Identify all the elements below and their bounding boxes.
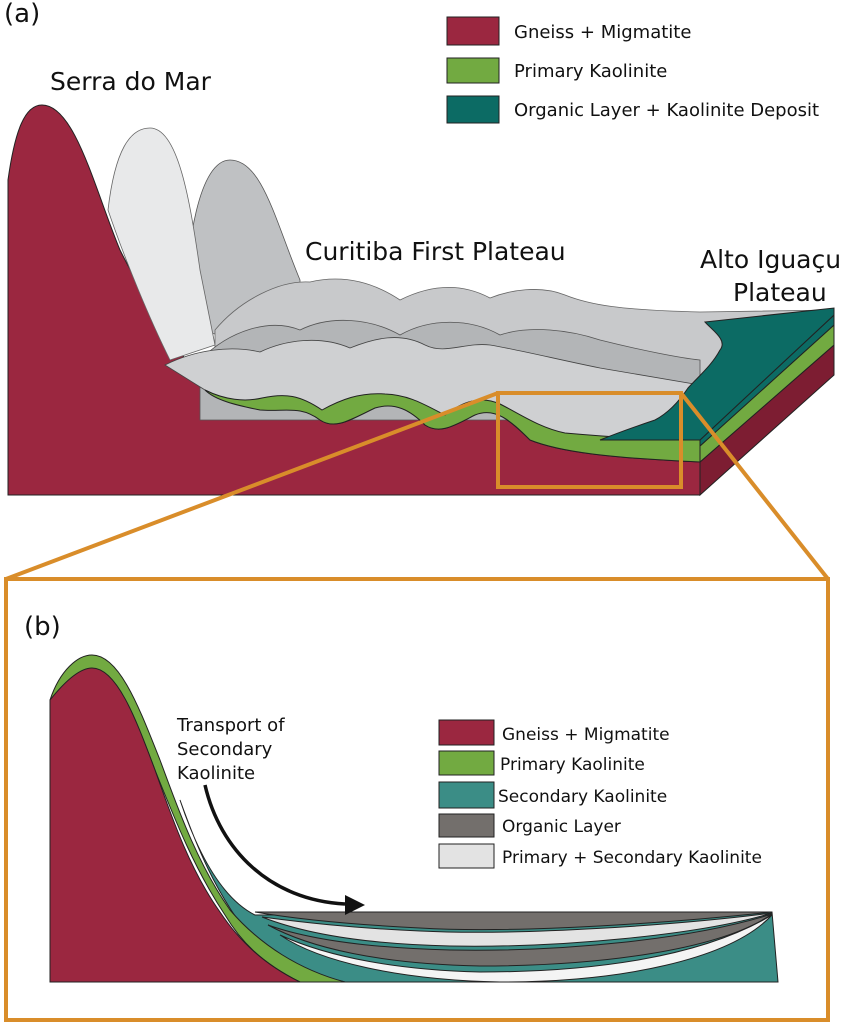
legend-b-label-2: Secondary Kaolinite: [498, 787, 667, 807]
transport-arrowhead: [345, 895, 365, 915]
transport-arrow: [203, 784, 346, 906]
legend-b-swatch-1: [438, 750, 495, 776]
legend-a-swatch-1: [446, 57, 500, 84]
panel-b-mixed-lower: [279, 914, 773, 983]
panel-b-organic-lower: [267, 913, 773, 967]
legend-a-swatch-2: [446, 95, 500, 124]
zoom-box: [496, 391, 683, 489]
legend-b-swatch-2: [438, 781, 495, 809]
legend-b-swatch-3: [438, 813, 495, 838]
legend-b: Gneiss + Migmatite Primary Kaolinite Sec…: [438, 719, 762, 869]
legend-b-label-1: Primary Kaolinite: [500, 755, 645, 775]
panel-a-letter: (a): [4, 0, 40, 29]
panel-b-mixed-upper: [261, 912, 773, 947]
legend-b-label-4: Primary + Secondary Kaolinite: [502, 848, 762, 868]
legend-b-swatch-4: [438, 843, 495, 869]
label-alto-iguacu-line2: Plateau: [733, 278, 827, 307]
label-curitiba-first-plateau: Curitiba First Plateau: [305, 237, 566, 266]
panel-a-primary-band: [204, 389, 701, 463]
legend-a-swatch-0: [446, 16, 500, 46]
legend-a-label-0: Gneiss + Migmatite: [514, 22, 691, 43]
transport-line-0: Transport of: [176, 715, 285, 736]
legend-b-swatch-0: [438, 719, 495, 746]
zoom-line-left: [5, 391, 499, 581]
transport-line-1: Secondary: [177, 739, 273, 760]
panel-a-ridge-2: [107, 127, 216, 361]
zoom-line-right: [679, 391, 830, 581]
panel-a-organic-deposit: [599, 307, 835, 441]
legend-b-label-3: Organic Layer: [502, 817, 621, 837]
label-serra-do-mar: Serra do Mar: [50, 67, 212, 96]
legend-a-label-2: Organic Layer + Kaolinite Deposit: [514, 100, 819, 121]
label-alto-iguacu-line1: Alto Iguaçu: [700, 245, 841, 274]
transport-line-2: Kaolinite: [177, 763, 255, 784]
legend-b-label-0: Gneiss + Migmatite: [502, 725, 670, 745]
legend-a: Gneiss + Migmatite Primary Kaolinite Org…: [446, 16, 819, 124]
panel-b-letter: (b): [24, 612, 61, 642]
legend-a-label-1: Primary Kaolinite: [514, 61, 667, 82]
panel-b: (b) Transport of Secondary Kaolinite Gne…: [4, 577, 830, 1022]
panel-b-organic-upper: [254, 911, 773, 931]
panel-b-gneiss: [49, 667, 301, 983]
